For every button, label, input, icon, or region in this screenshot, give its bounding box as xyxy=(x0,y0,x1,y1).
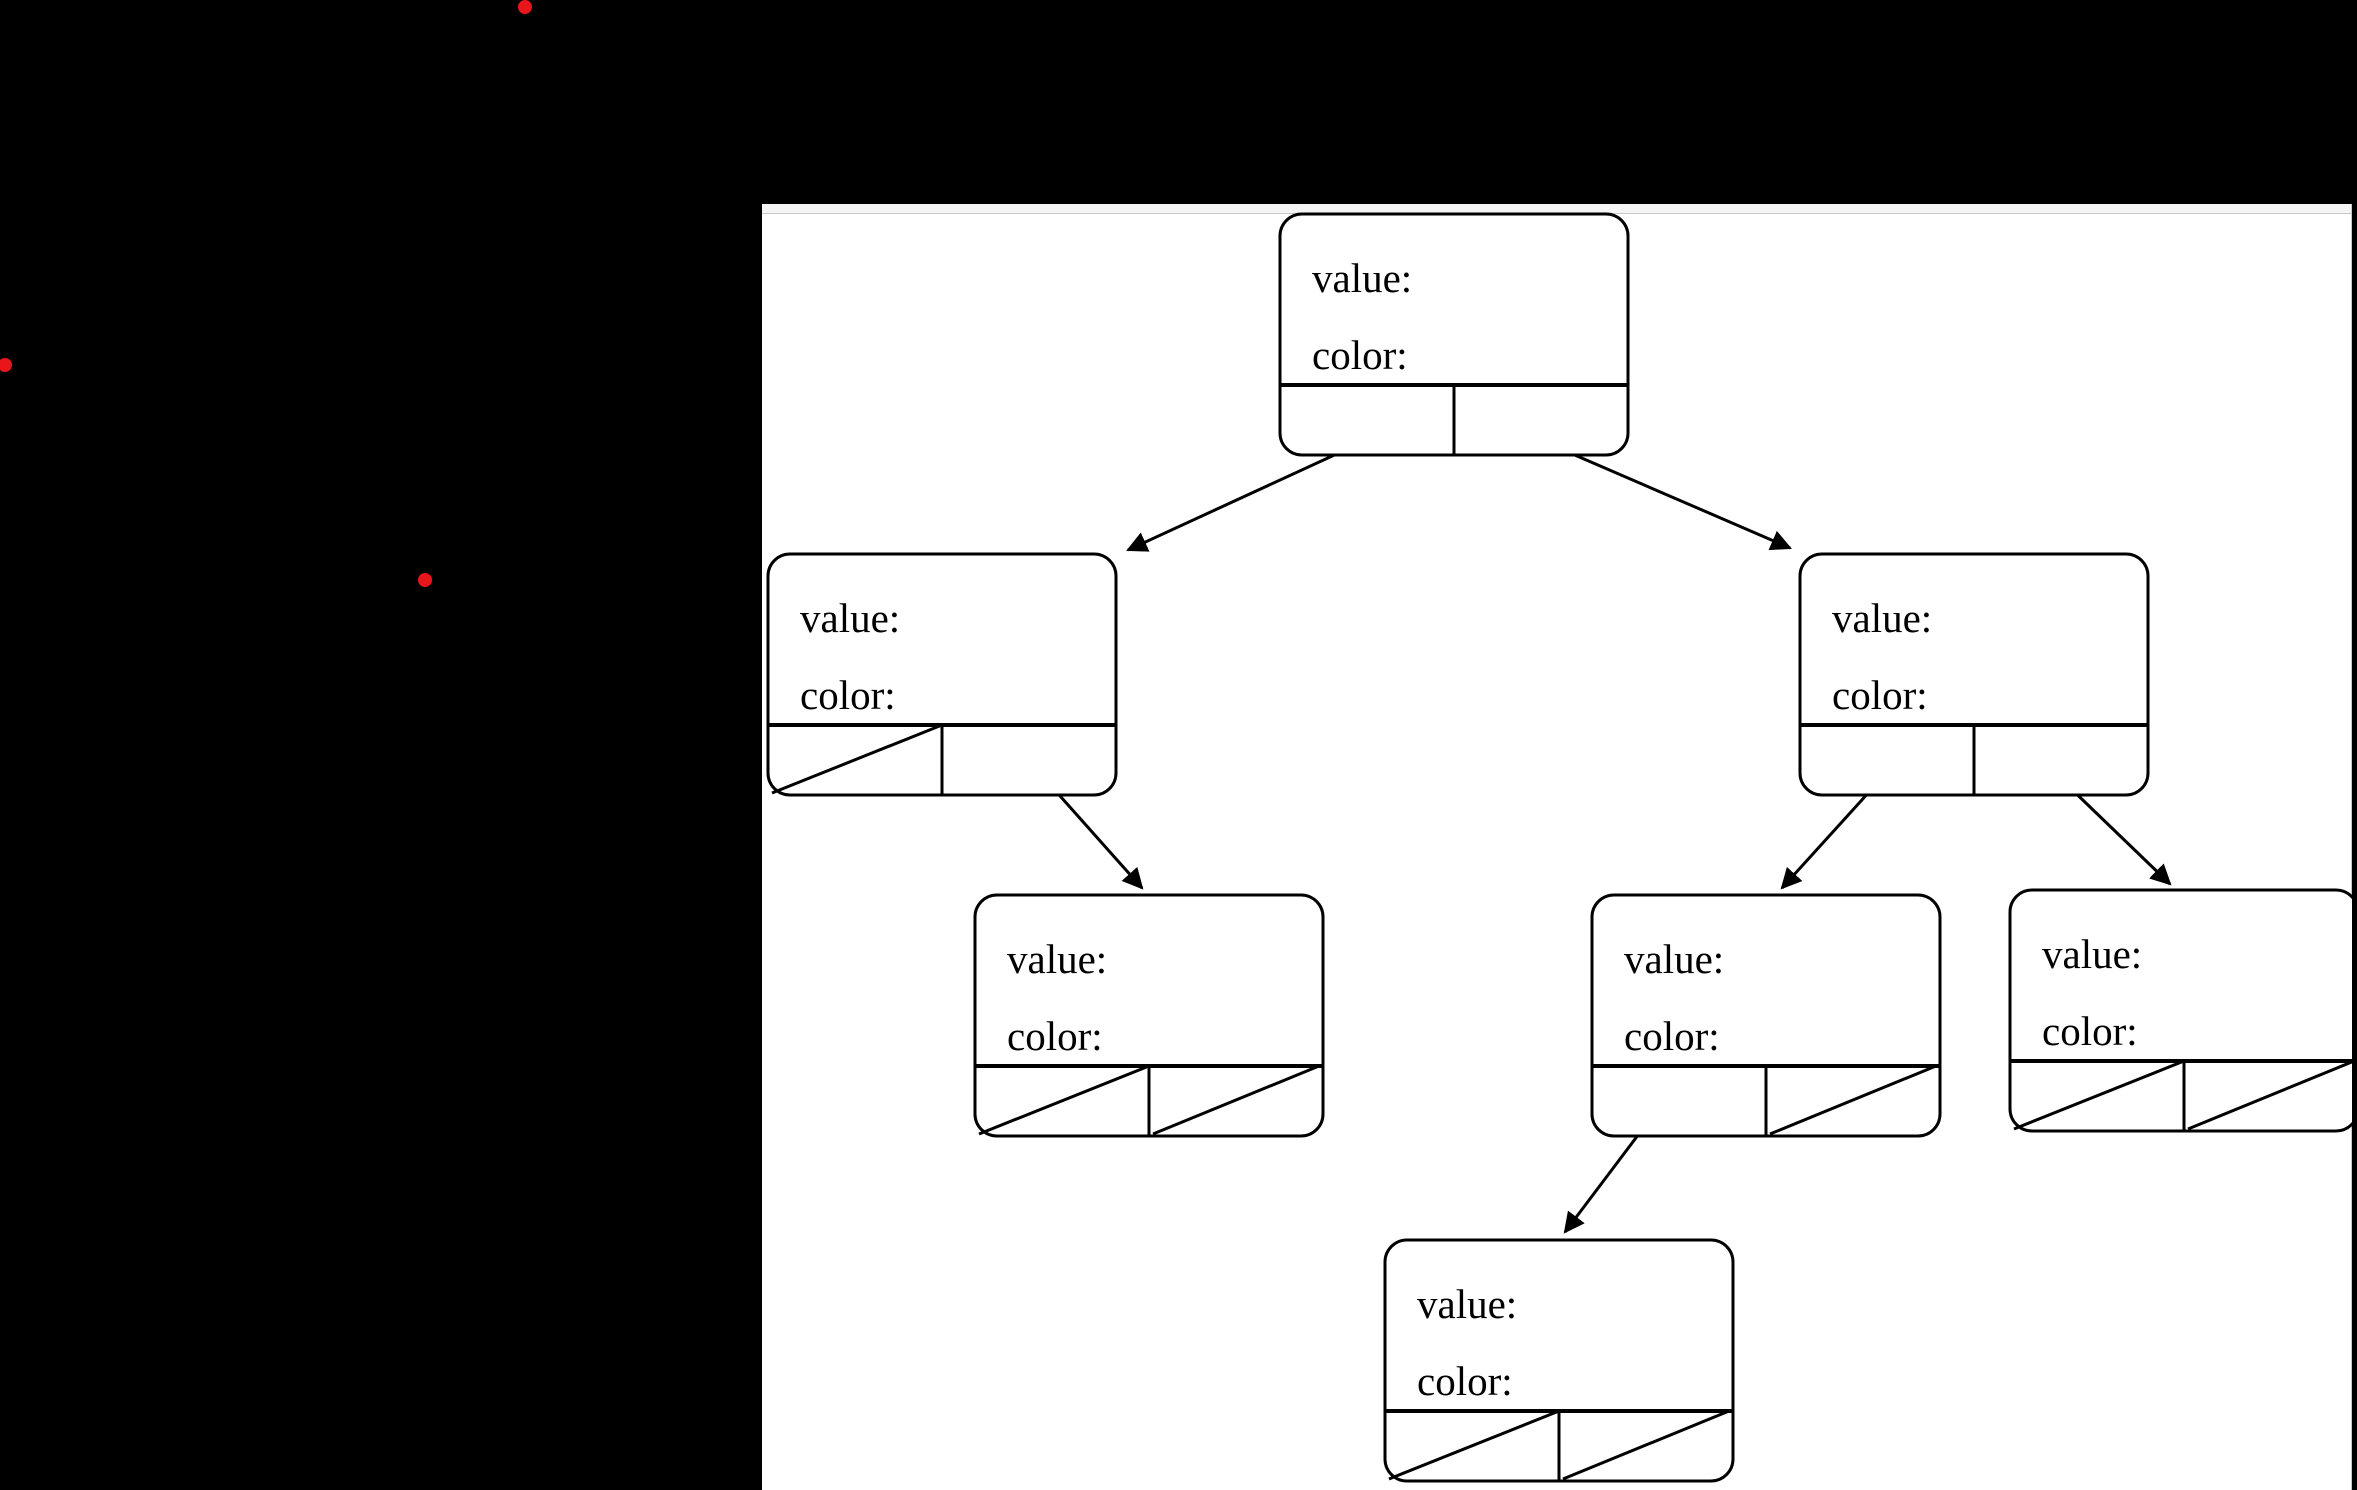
diagram-viewport[interactable]: value:color:value:color:value:color:valu… xyxy=(762,204,2352,1490)
red-black-tree-graph: value:color:value:color:value:color:valu… xyxy=(766,212,2352,1483)
node-value-label: value: xyxy=(1312,255,1412,301)
tree-node-bottom-leaf[interactable]: value: color: xyxy=(1383,1238,1735,1483)
node-value-label: value: xyxy=(1007,936,1107,982)
null-pointer-slash-left xyxy=(978,1064,1150,1136)
node-color-label: color: xyxy=(1007,1013,1103,1059)
tree-node-left-child[interactable]: value: color: xyxy=(766,552,1118,797)
panel-right-border xyxy=(2351,204,2352,1490)
red-dot-1 xyxy=(518,0,532,14)
null-pointer-slash-right xyxy=(1152,1064,1320,1136)
node-color-label: color: xyxy=(1624,1013,1720,1059)
node-color-label: color: xyxy=(2042,1008,2138,1054)
null-pointer-slash-right xyxy=(2187,1060,2352,1131)
null-pointer-slash-left xyxy=(771,723,943,795)
node-value-label: value: xyxy=(1417,1281,1517,1327)
tree-node-right-right-leaf[interactable]: value: color: xyxy=(2008,888,2352,1133)
null-pointer-slash-right xyxy=(1562,1409,1730,1481)
tree-node-left-right-leaf[interactable]: value: color: xyxy=(973,893,1325,1138)
red-dot-3 xyxy=(418,573,432,587)
node-value-label: value: xyxy=(1832,595,1932,641)
node-value-label: value: xyxy=(800,595,900,641)
node-color-label: color: xyxy=(1312,332,1408,378)
tree-node-right-child[interactable]: value: color: xyxy=(1798,552,2150,797)
edge-right-to-right-leaf xyxy=(2060,778,2172,886)
node-color-label: color: xyxy=(800,672,896,718)
node-color-label: color: xyxy=(1417,1358,1513,1404)
node-value-label: value: xyxy=(2042,931,2142,977)
red-dot-2 xyxy=(0,358,12,372)
null-pointer-slash-right xyxy=(1769,1064,1937,1136)
edge-root-to-right xyxy=(1539,438,1792,551)
node-color-label: color: xyxy=(1832,672,1928,718)
null-pointer-slash-left xyxy=(1388,1409,1560,1481)
node-value-label: value: xyxy=(1624,936,1724,982)
tree-node-right-left[interactable]: value: color: xyxy=(1590,893,1942,1138)
edge-right-to-left-child xyxy=(1780,778,1882,890)
edge-root-to-left xyxy=(1126,438,1368,552)
tree-node-root[interactable]: value: color: xyxy=(1278,212,1630,457)
null-pointer-slash-left xyxy=(2013,1059,2185,1131)
